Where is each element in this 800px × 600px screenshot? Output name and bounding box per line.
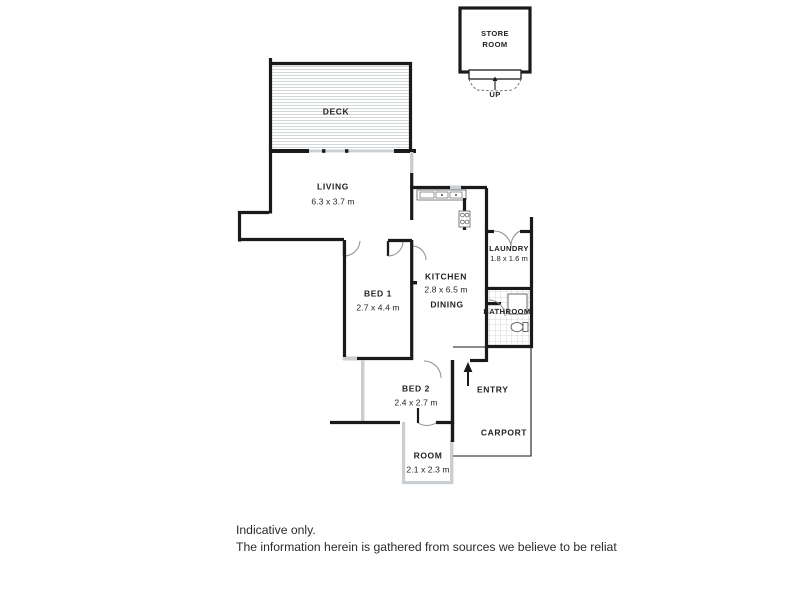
room-laundry: LAUNDRY 1.8 x 1.6 m [484, 188, 534, 291]
room-utility-room: ROOM 2.1 x 2.3 m [402, 422, 455, 485]
sliding-door-glass [309, 149, 394, 153]
carport-outline [453, 346, 532, 457]
disclaimer-line-2: The information herein is gathered from … [236, 540, 617, 554]
bed1-label: BED 1 [364, 288, 392, 298]
entry-marker: ENTRY [463, 362, 509, 394]
kitchen-label: KITCHEN [425, 271, 467, 281]
cooktop-burner-3 [460, 219, 465, 225]
store-room-door-arc-left [468, 78, 478, 91]
bed2-label: BED 2 [402, 383, 430, 393]
deck-label: DECK [323, 106, 350, 116]
kitchen-sink-waste-1 [441, 194, 443, 196]
bed2-room-door-arc [417, 422, 437, 426]
room-dimensions: 2.1 x 2.3 m [406, 464, 449, 474]
bathroom-label: BATHROOM [483, 307, 530, 316]
sliding-door-jamb-1 [322, 149, 326, 153]
kitchen-wall-nib [410, 281, 417, 285]
bathroom-door-arc [488, 299, 506, 317]
room-kitchen: KITCHEN 2.8 x 6.5 m DINING [410, 152, 487, 309]
store-room-label-line1: STORE [481, 29, 509, 38]
door-living-hall-arc [387, 241, 404, 257]
room-bed-1: BED 1 2.7 x 4.4 m [342, 240, 414, 361]
divider-wall-left [269, 149, 309, 153]
bed2-window-left [361, 360, 365, 422]
kitchen-cooktop [458, 210, 471, 228]
laundry-dimensions: 1.8 x 1.6 m [490, 254, 528, 263]
disclaimer-line-1: Indicative only. [236, 523, 316, 537]
room-bed-2: BED 2 2.4 x 2.7 m [330, 360, 455, 426]
cooktop-burner-4 [464, 219, 470, 225]
door-hall-kitchen-arc [411, 245, 427, 261]
bathroom-toilet-bowl [510, 321, 524, 333]
area-carport: CARPORT [453, 346, 532, 457]
disclaimer-footer: Indicative only. The information herein … [236, 522, 776, 556]
room-wall-bottom-glass [403, 481, 453, 485]
stairs-up-label: UP [489, 90, 500, 99]
room-label: ROOM [414, 450, 443, 460]
dining-label: DINING [430, 299, 463, 309]
living-dimensions: 6.3 x 3.7 m [311, 196, 354, 206]
room-store-room: STORE ROOM UP [458, 6, 532, 99]
bed2-door-arc [423, 360, 442, 379]
bed1-window-bottom [343, 357, 357, 361]
living-label: LIVING [317, 181, 349, 191]
up-arrow-head [492, 76, 498, 81]
door-hall-kitchen [411, 245, 427, 261]
room-bathroom: BATHROOM [483, 289, 534, 349]
bathroom-wall-nib [487, 302, 501, 306]
bathroom-bathtub [507, 293, 528, 315]
store-room-door-arc-right [512, 78, 522, 91]
laundry-door-arc [493, 230, 521, 249]
sliding-door-jamb-2 [345, 149, 349, 153]
store-room-door-arc-bottom [476, 89, 514, 92]
kitchen-window-upper [410, 152, 414, 174]
room-living: LIVING 6.3 x 3.7 m [237, 151, 354, 242]
carport-label: CARPORT [481, 427, 527, 437]
deck-floor-hatch [269, 62, 412, 151]
kitchen-sink-drainboard [419, 191, 435, 199]
kitchen-sink-waste-2 [455, 194, 457, 196]
room-wall-left-glass [402, 422, 406, 484]
bed2-dimensions: 2.4 x 2.7 m [394, 397, 437, 407]
door-living-hall [386, 238, 412, 257]
kitchen-window-top [450, 186, 461, 190]
cooktop-burner-2 [464, 212, 470, 218]
bed1-dimensions: 2.7 x 4.4 m [356, 302, 399, 312]
room-deck: DECK [268, 58, 413, 152]
entry-label: ENTRY [477, 384, 509, 394]
divider-wall-right [394, 149, 416, 153]
store-room-walls [458, 6, 532, 74]
cooktop-burner-1 [460, 212, 465, 218]
room-wall-right-glass [450, 440, 454, 484]
entry-arrow-head [463, 362, 473, 372]
kitchen-dimensions: 2.8 x 6.5 m [424, 284, 467, 294]
deck-living-divider [269, 149, 416, 153]
store-room-label-line2: ROOM [482, 40, 507, 49]
laundry-label: LAUNDRY [489, 244, 529, 253]
bathroom-toilet-cistern [522, 322, 529, 332]
